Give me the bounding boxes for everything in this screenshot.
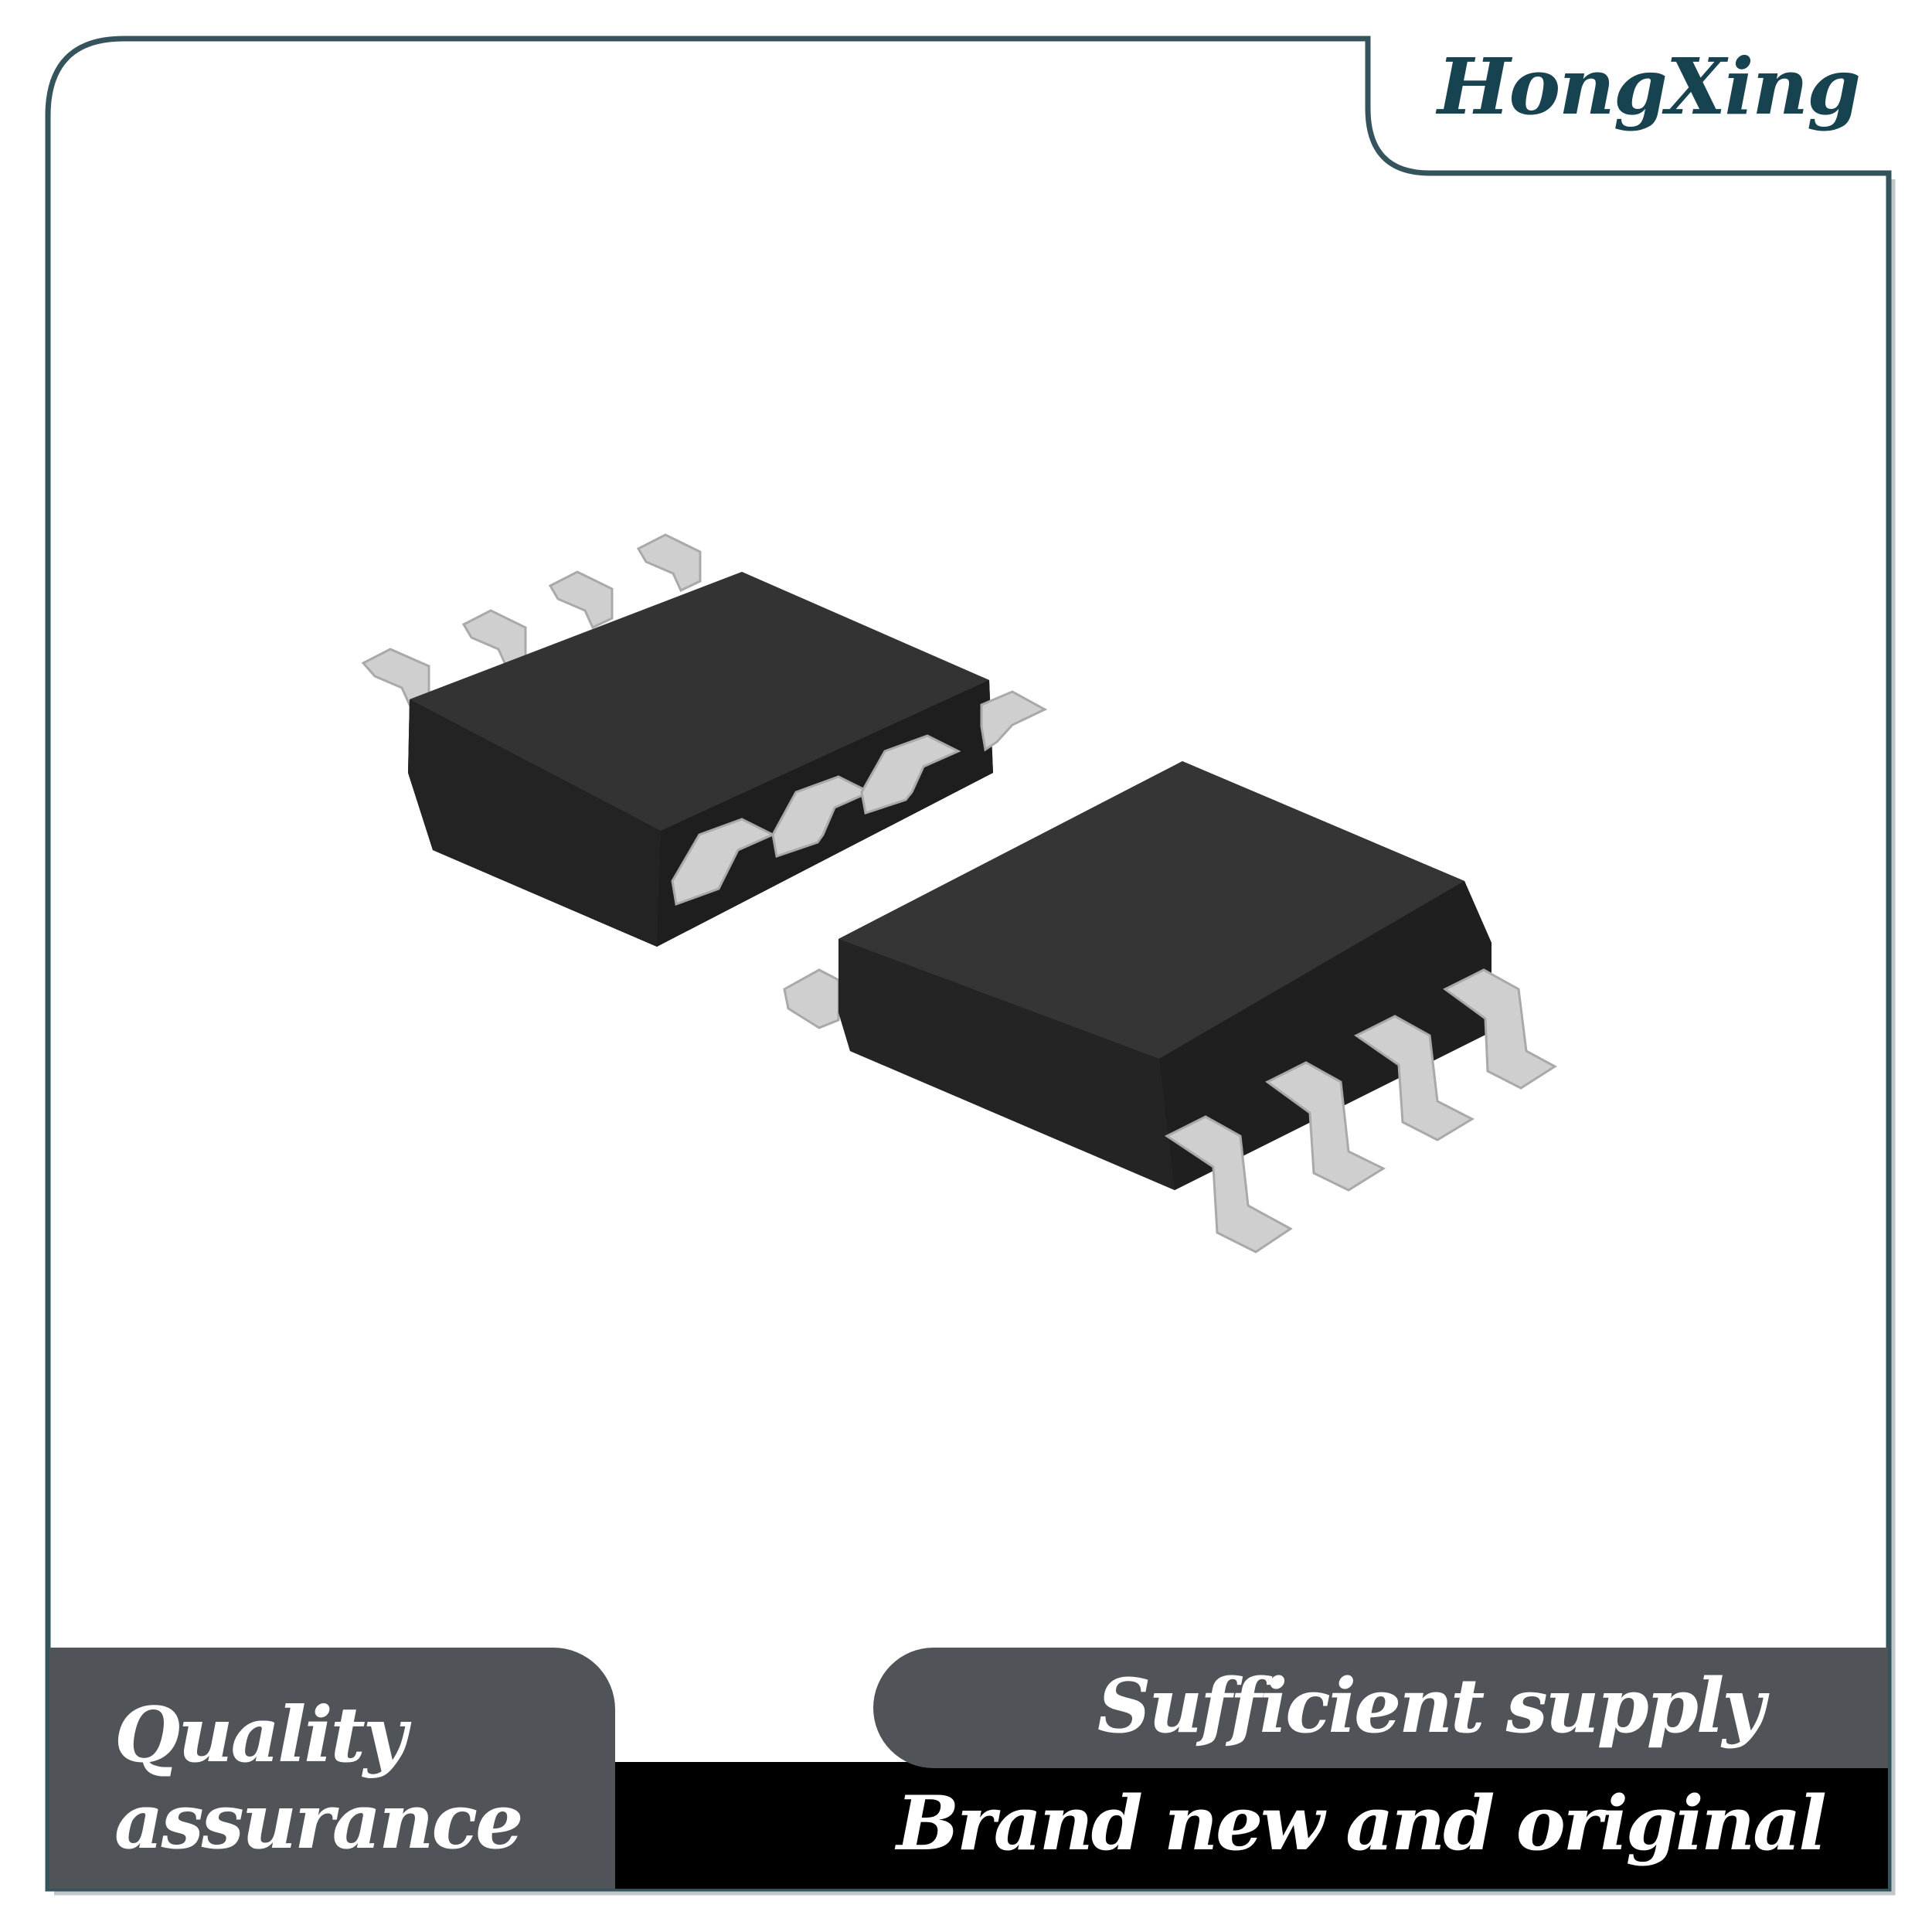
- sufficient-supply-badge: Sufficient supply: [1097, 1662, 1765, 1750]
- chip-1-back-pins: [361, 533, 702, 707]
- quality-assurance-line-2: assurance: [114, 1777, 524, 1866]
- chip-2-back-pins: [783, 968, 840, 1029]
- brand-name: HongXing: [1437, 41, 1861, 132]
- quality-assurance-badge: Quality assurance: [114, 1692, 594, 1866]
- chip-2-front-pins: [1165, 968, 1557, 1253]
- chip-2-body: [838, 761, 1492, 1190]
- chip-1-front-pins: [671, 690, 1048, 906]
- brand-new-original-badge: Brand new and original: [896, 1780, 1827, 1867]
- quality-assurance-line-1: Quality: [114, 1691, 407, 1780]
- supply-pill: [873, 1648, 1888, 1768]
- quality-assurance-panel: [49, 1648, 615, 1889]
- original-band: [615, 1762, 1888, 1889]
